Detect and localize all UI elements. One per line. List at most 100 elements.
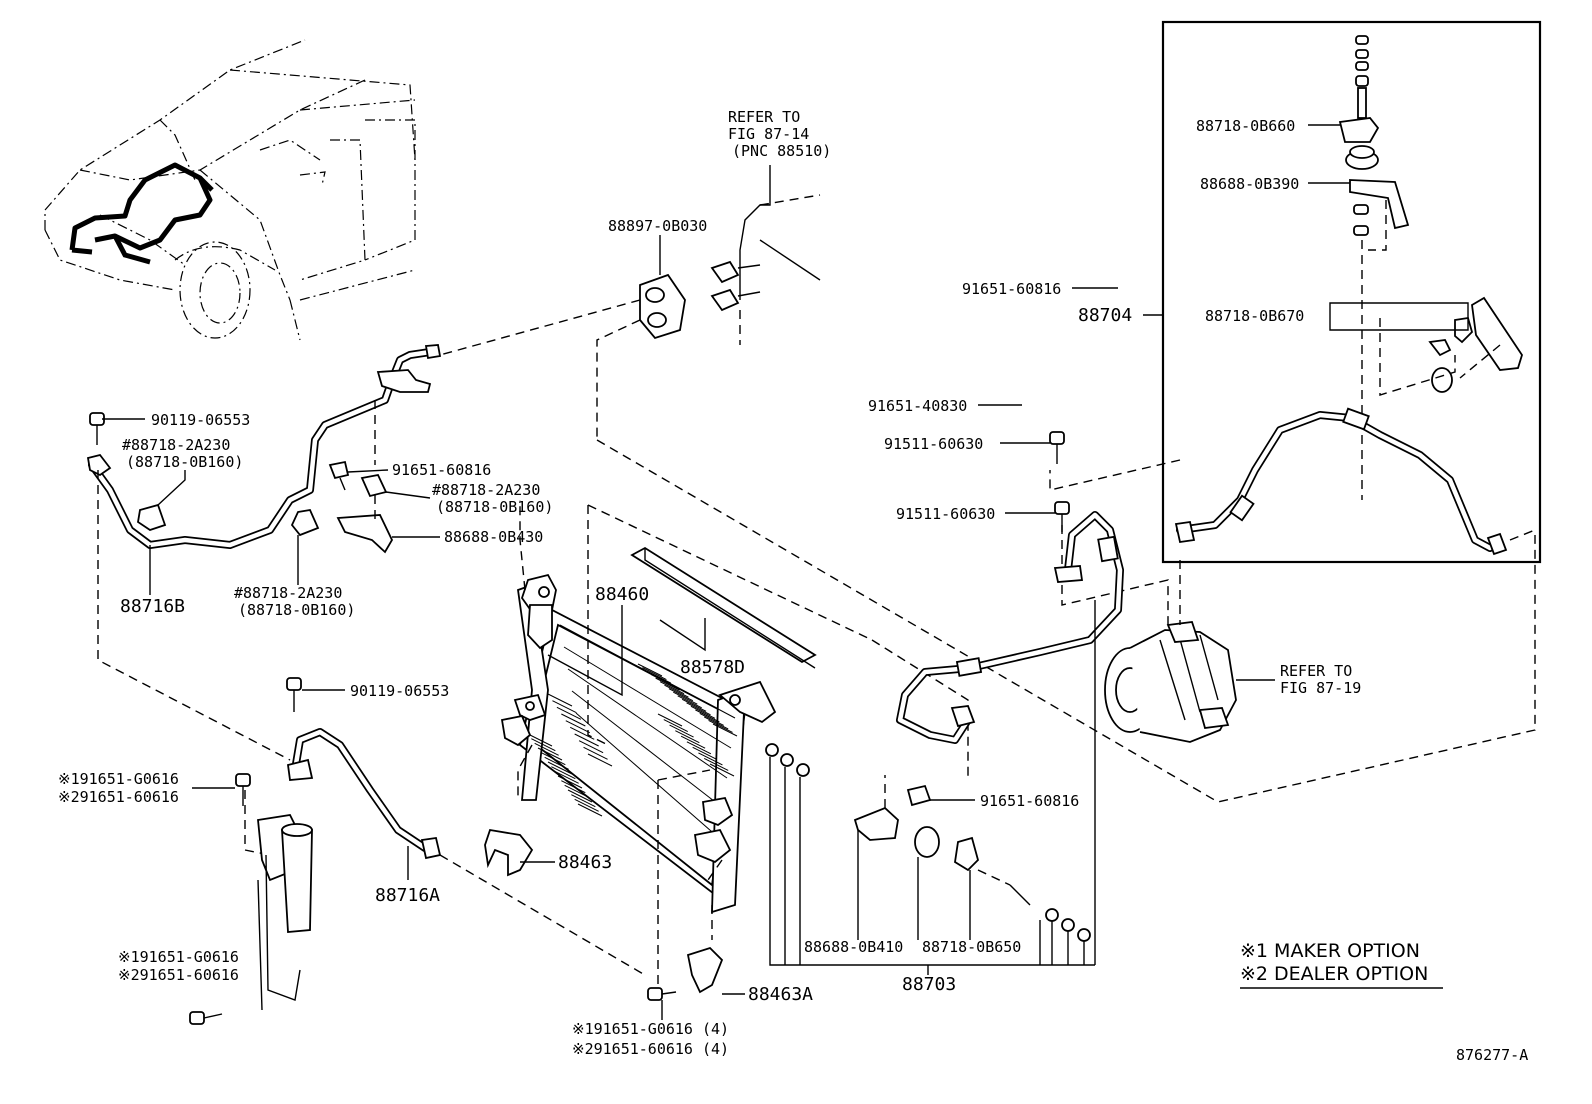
condenser-fin [690, 705, 716, 719]
label-88718-0B650: 88718-0B650 [922, 938, 1021, 956]
label-88716B: 88716B [120, 596, 185, 617]
condenser-stripe [559, 624, 736, 719]
condenser-fin [557, 775, 583, 789]
bracket-88703-leaders [769, 600, 1096, 966]
label-refer-87-19-line2: FIG 87-19 [1280, 679, 1361, 697]
condenser-fin [686, 741, 712, 755]
condenser-fin [551, 766, 576, 780]
condenser-fin [673, 691, 698, 705]
condenser-fin [709, 763, 735, 777]
legend-maker-option: ※1 MAKER OPTION [1240, 940, 1420, 962]
condenser-fin [544, 756, 569, 770]
label-88718-2A230-b-line2: (88718-0B160) [436, 498, 553, 516]
compressor [1104, 560, 1237, 743]
grommet-88897 [439, 273, 686, 440]
condenser-fin [564, 784, 589, 798]
label-88897-0B030: 88897-0B030 [608, 217, 707, 235]
label-91651-40830: 91651-40830 [868, 397, 967, 415]
condenser-stripe [567, 668, 728, 779]
label-88463: 88463 [558, 852, 612, 873]
condenser-fin [569, 726, 595, 740]
condenser-fin [537, 747, 563, 761]
condenser-stripe [571, 690, 724, 809]
inset-hose [1174, 407, 1536, 556]
guide-lines [97, 439, 1536, 985]
condenser-fin [567, 789, 593, 803]
condenser-fin [659, 681, 685, 695]
condenser-fin [657, 713, 683, 727]
legend-dealer-option: ※2 DEALER OPTION [1240, 963, 1428, 985]
label-88704: 88704 [1078, 305, 1132, 326]
hose-88703 [896, 431, 1124, 744]
label-91511-60630-a: 91511-60630 [884, 435, 983, 453]
refer-87-14-fittings [710, 165, 821, 345]
hose-88703-hardware [765, 743, 1091, 942]
label-91651-G0616-c-line1: ※191651-G0616 (4) [572, 1020, 729, 1038]
label-refer-87-14-line1: REFER TO [728, 108, 800, 126]
bracket-88463 [484, 828, 534, 877]
label-88718-2A230-c-line1: #88718-2A230 [234, 584, 342, 602]
condenser-fin [680, 735, 706, 749]
condenser-fin [669, 724, 694, 738]
condenser-fin [655, 677, 680, 691]
condenser-fins [527, 624, 738, 839]
part-labels: REFER TO FIG 87-14 (PNC 88510) 88897-0B0… [58, 108, 1528, 1064]
condenser-fin [531, 738, 556, 752]
label-88688-0B410: 88688-0B410 [804, 938, 903, 956]
condenser-88460 [500, 500, 817, 940]
condenser-stripe [563, 646, 732, 749]
label-refer-87-14-line2: FIG 87-14 [728, 125, 809, 143]
receiver-assembly [189, 677, 313, 1025]
condenser-stripe [575, 712, 720, 839]
condenser-fin [574, 798, 599, 812]
condenser-fin [583, 746, 608, 760]
condenser-fin [712, 723, 738, 737]
label-88718-2A230-c-line2: (88718-0B160) [238, 601, 355, 619]
condenser-fin [692, 746, 717, 760]
condenser-fin [698, 752, 723, 766]
label-88716A: 88716A [375, 885, 440, 906]
condenser-fin [574, 733, 599, 747]
label-88578D: 88578D [680, 657, 745, 678]
condenser-fin [642, 667, 667, 680]
label-88463A: 88463A [748, 984, 813, 1005]
condenser-fin [686, 702, 711, 716]
label-88703: 88703 [902, 974, 956, 995]
figure-id: 876277-A [1456, 1046, 1528, 1064]
pipe-88716A [287, 728, 442, 860]
label-91651-60816-top: 91651-60816 [962, 280, 1061, 298]
option-legend: ※1 MAKER OPTION ※2 DEALER OPTION [1240, 940, 1428, 985]
condenser-fin [695, 709, 720, 723]
condenser-fin [541, 752, 566, 766]
label-91651-G0616-a-line1: ※191651-G0616 [58, 770, 179, 788]
label-91651-G0616-a-line2: ※291651-60616 [58, 788, 179, 806]
label-90119-06553-top: 90119-06553 [151, 411, 250, 429]
pipe-88716B [86, 344, 442, 549]
condenser-fin [547, 693, 573, 707]
inset-frame [1143, 20, 1542, 564]
label-91651-G0616-c-line2: ※291651-60616 (4) [572, 1040, 729, 1058]
label-91651-G0616-b-line2: ※291651-60616 [118, 966, 239, 984]
inset-bracket [1379, 296, 1523, 396]
label-88688-0B390: 88688-0B390 [1200, 175, 1299, 193]
condenser-fin [708, 720, 733, 733]
label-91651-G0616-b-line1: ※191651-G0616 [118, 948, 239, 966]
condenser-fin [565, 720, 591, 734]
condenser-fin [554, 770, 579, 784]
condenser-fin [552, 700, 577, 714]
label-88718-2A230-a-line1: #88718-2A230 [122, 436, 230, 454]
condenser-fin [547, 761, 573, 775]
condenser-fin [577, 803, 603, 817]
condenser-fin [699, 712, 724, 726]
vehicle-sketch [44, 39, 416, 341]
condenser-fin [587, 753, 613, 767]
condenser-fin [527, 733, 553, 747]
condenser-fin [668, 688, 694, 702]
condenser-fin [571, 794, 596, 808]
inset-mount-stack [1338, 35, 1410, 500]
condenser-fin [703, 716, 729, 730]
label-88688-0B430: 88688-0B430 [444, 528, 543, 546]
condenser-fin [561, 780, 586, 794]
